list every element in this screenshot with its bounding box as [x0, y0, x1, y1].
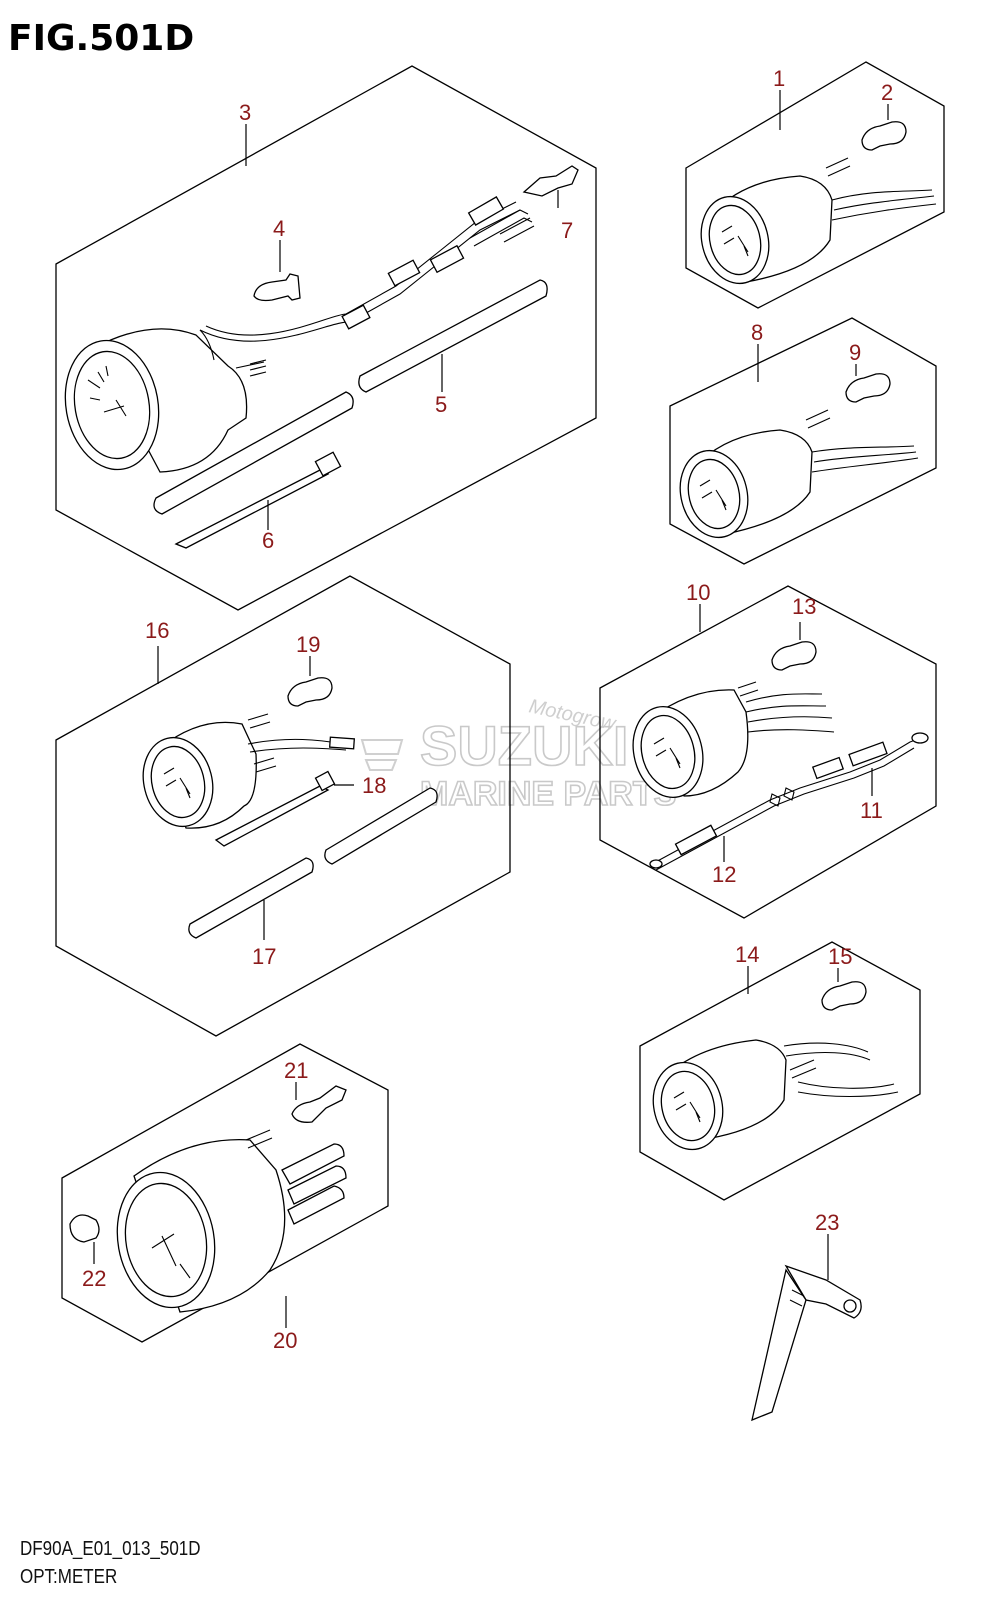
callout-22: 22	[82, 1266, 106, 1291]
drawing-code: DF90A_E01_013_501D	[20, 1538, 201, 1560]
tachometer-gauge-icon	[64, 196, 535, 473]
callout-7: 7	[561, 218, 573, 243]
cable-tie-icon	[174, 451, 342, 549]
watermark-subtitle: MARINE PARTS	[420, 775, 676, 813]
callout-10: 10	[686, 580, 710, 605]
watermark: Motogrow SUZUKI MARINE PARTS	[360, 695, 677, 814]
figure-title: FIG.501D	[8, 18, 195, 59]
callout-12: 12	[712, 862, 736, 887]
gauge-icon	[142, 713, 356, 829]
protective-tube-icon	[153, 279, 548, 515]
callout-15: 15	[828, 944, 852, 969]
group-8	[669, 317, 937, 565]
group-16	[55, 575, 511, 1037]
callout-17: 17	[252, 944, 276, 969]
bulb-icon	[771, 641, 817, 671]
callout-13: 13	[792, 594, 816, 619]
group-14	[639, 941, 921, 1201]
callout-11: 11	[860, 798, 883, 823]
callout-19: 19	[296, 632, 320, 657]
watermark-brand: SUZUKI	[420, 714, 628, 777]
bulb-icon	[821, 981, 867, 1011]
callout-1: 1	[773, 66, 785, 91]
group-1	[685, 61, 945, 309]
callout-9: 9	[849, 340, 861, 365]
cable-tie-icon	[214, 770, 336, 847]
gauge-icon	[652, 1039, 899, 1151]
gauge-icon	[679, 409, 919, 539]
bulb-icon	[861, 121, 907, 151]
callout-20: 20	[273, 1328, 297, 1353]
protective-tube-icon	[188, 787, 438, 939]
callout-2: 2	[881, 80, 893, 105]
callout-21: 21	[284, 1058, 308, 1083]
callout-18: 18	[362, 773, 386, 798]
callout-23: 23	[815, 1210, 839, 1235]
bulb-icon	[845, 373, 891, 403]
group-3	[55, 65, 597, 611]
callout-6: 6	[262, 528, 274, 553]
callout-8: 8	[751, 320, 763, 345]
callouts: 1 2 3 4 5 6 7 8 9 10 11 12 13 14 15 16 1…	[82, 66, 893, 1353]
gauge-icon	[700, 157, 937, 285]
group-20	[61, 1043, 389, 1343]
sensor-icon	[751, 1234, 862, 1422]
bulb-icon	[253, 273, 301, 302]
bulb-icon	[69, 1214, 100, 1243]
callout-14: 14	[735, 942, 759, 967]
callout-3: 3	[239, 100, 251, 125]
callout-4: 4	[273, 216, 285, 241]
connector-pin-icon	[522, 165, 579, 197]
bulb-icon	[287, 677, 333, 707]
callout-5: 5	[435, 392, 447, 417]
callout-16: 16	[145, 618, 169, 643]
drawing-description: OPT:METER	[20, 1566, 118, 1588]
gauge-icon	[632, 681, 835, 799]
group-10	[599, 585, 937, 919]
gauge-icon	[116, 1129, 347, 1313]
connector-pin-icon	[291, 1085, 347, 1123]
wire-lead-icon	[649, 732, 929, 871]
